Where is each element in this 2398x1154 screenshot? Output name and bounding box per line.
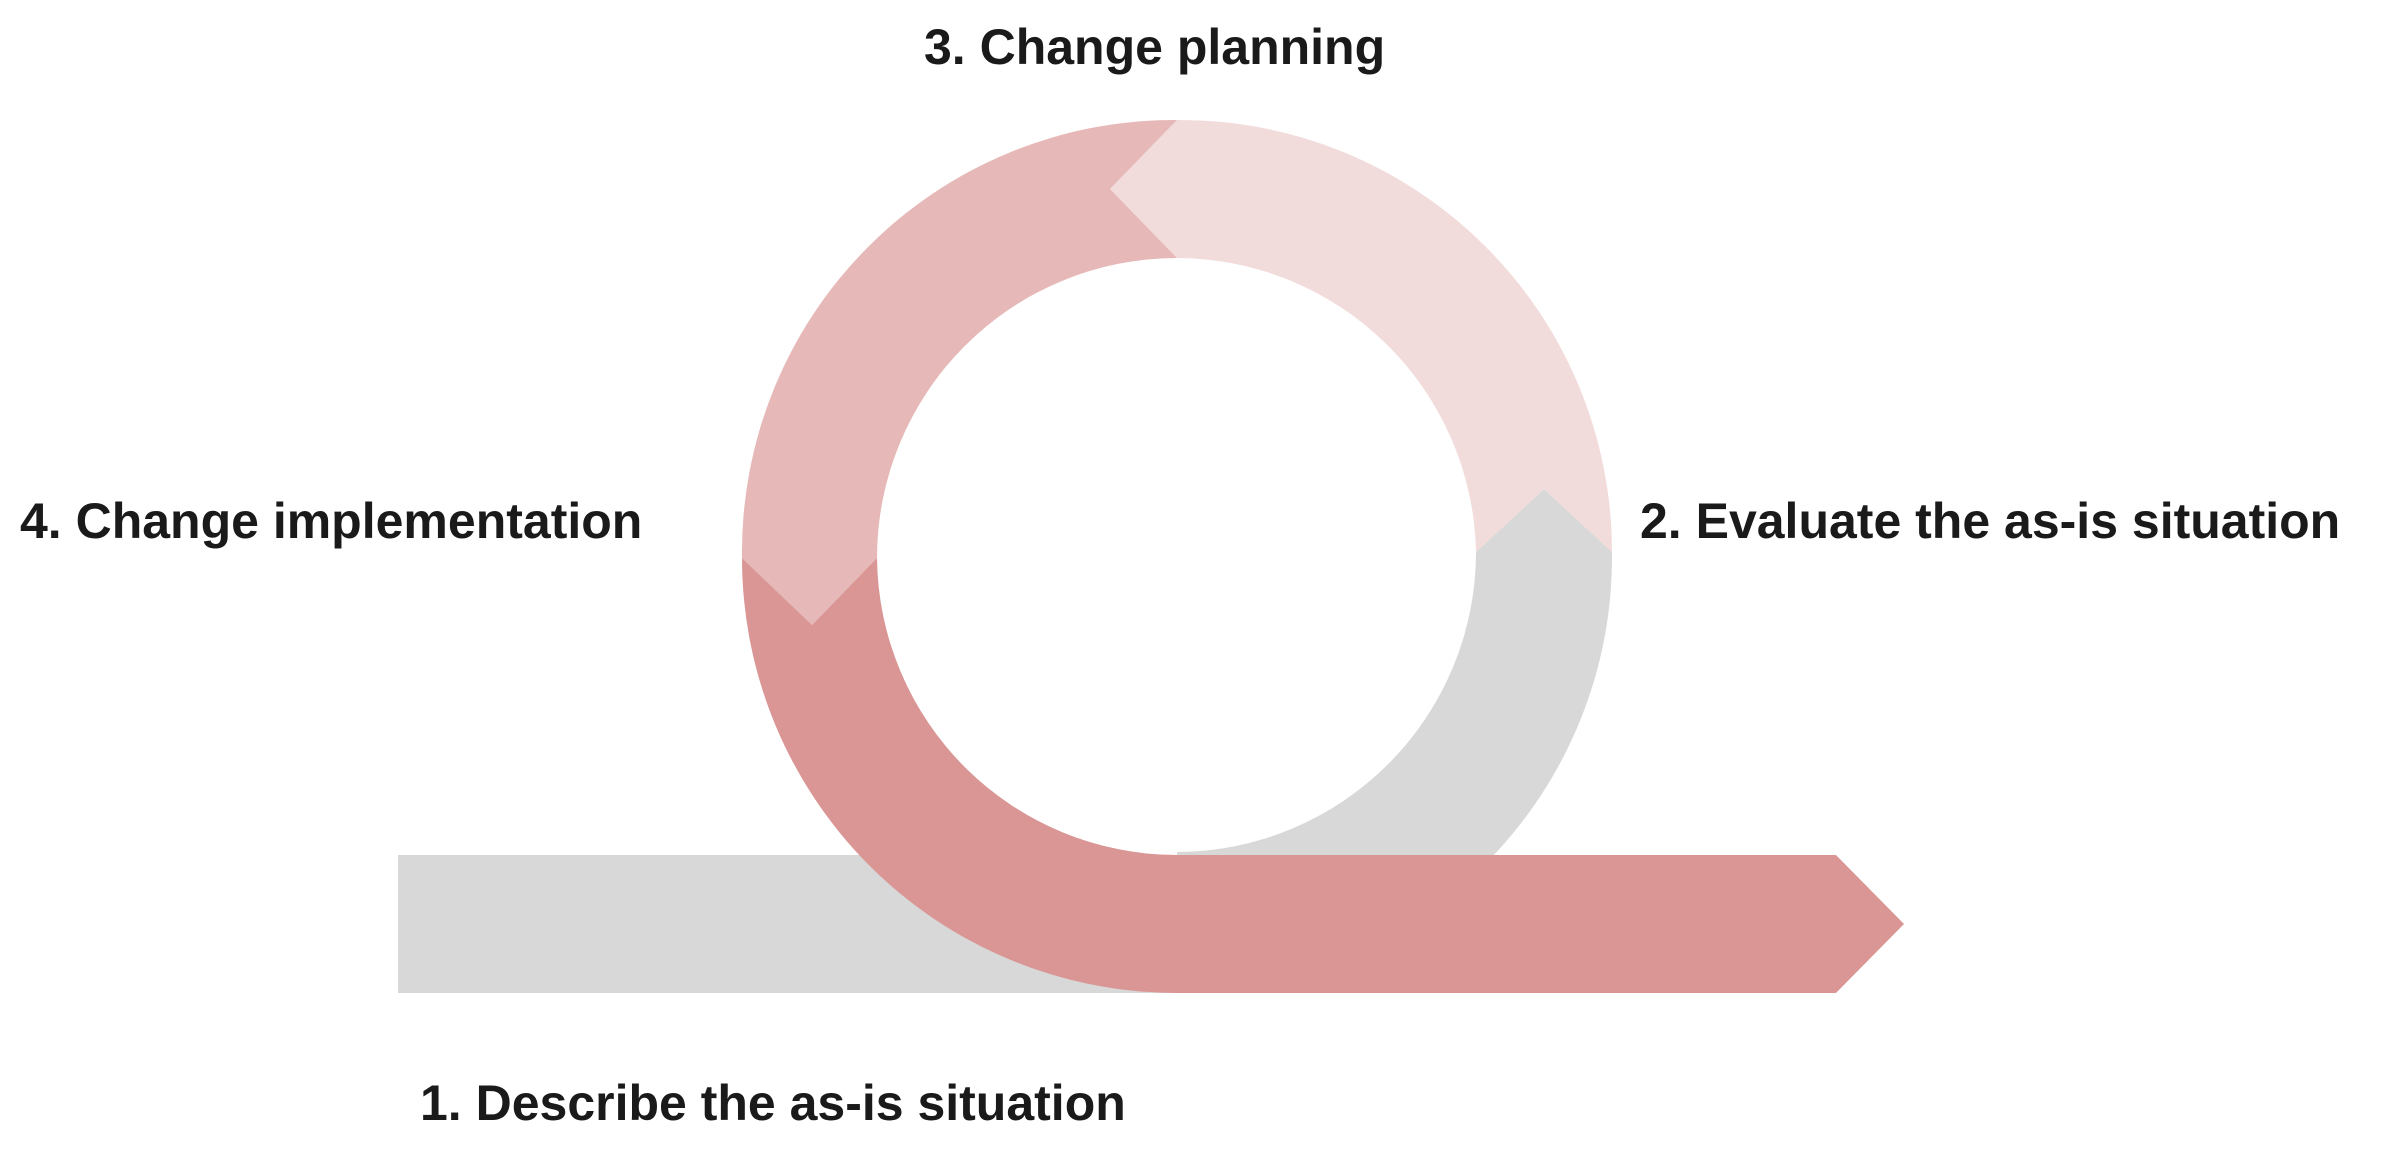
label-change-planning: 3. Change planning <box>924 19 1386 75</box>
segment-change-planning <box>1110 119 1612 552</box>
label-describe-as-is: 1. Describe the as-is situation <box>420 1075 1126 1131</box>
label-change-implementation: 4. Change implementation <box>20 493 643 549</box>
label-evaluate-as-is: 2. Evaluate the as-is situation <box>1640 493 2341 549</box>
main-flow-arrow <box>742 558 1904 993</box>
segment-change-implementation <box>741 119 1177 626</box>
